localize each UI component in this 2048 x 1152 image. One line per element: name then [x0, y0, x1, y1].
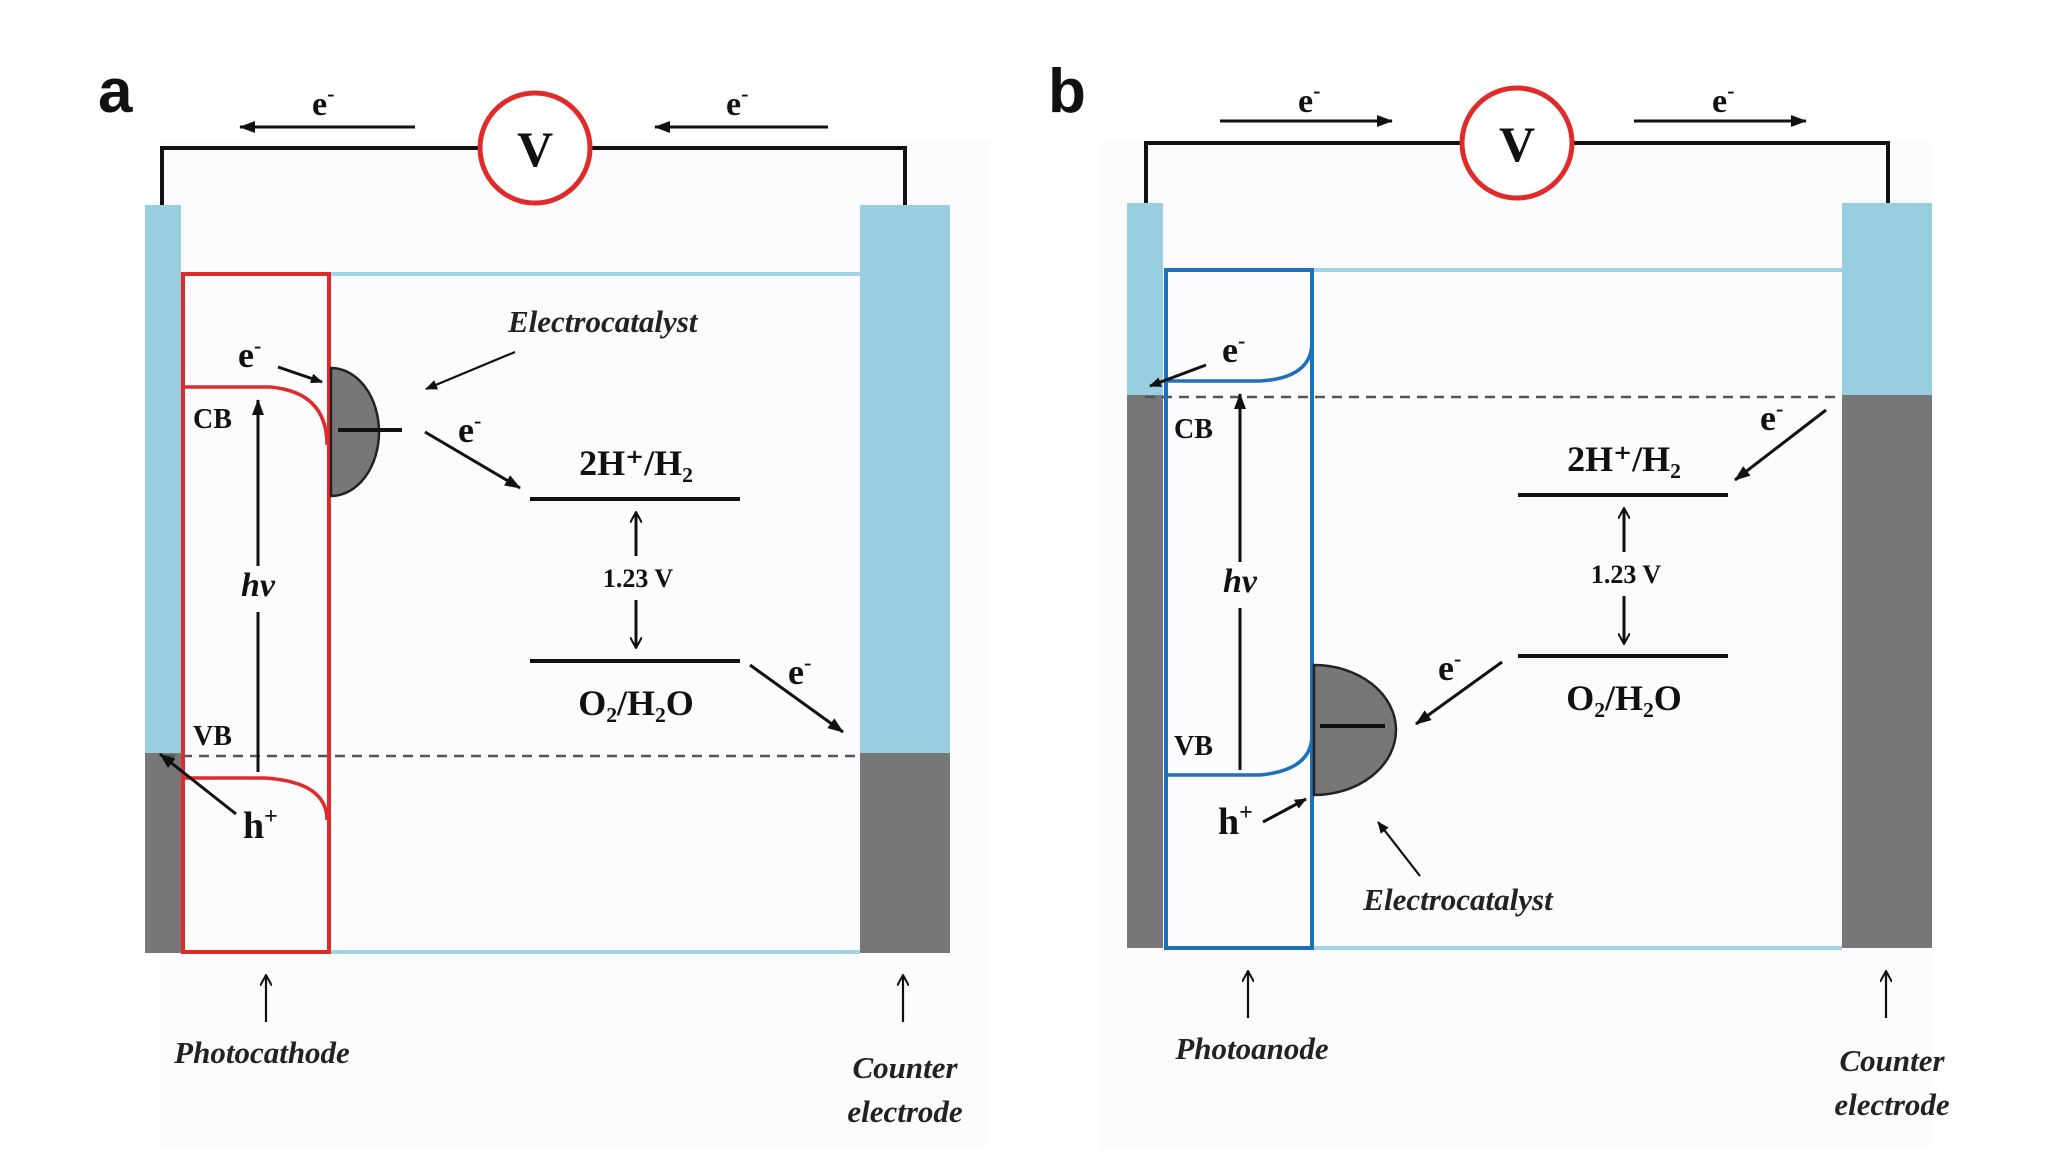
panel-a-electron-to-counter-arrow — [749, 663, 844, 734]
panel-b-level-o2-label: O₂/H₂O — [1566, 678, 1682, 718]
panel-a-electron-top: e- — [238, 333, 261, 375]
panel-a-conduction-band — [183, 385, 329, 446]
panel-b-wire-left — [1144, 141, 1460, 205]
panel-a-photocathode-upper — [145, 205, 181, 753]
panel-b-label: b — [1048, 57, 1086, 126]
panel-b-voltmeter — [1459, 85, 1575, 201]
panel-a: a V e- e- Electrocatalyst e- — [98, 57, 963, 1129]
panel-b-hv-backdrop — [1214, 562, 1266, 608]
panel-a-electron-right: e- — [788, 650, 811, 692]
panel-b-hole-label: h+ — [1218, 800, 1253, 843]
panel-b-hole-arrow — [1262, 797, 1307, 824]
panel-b-electron-from-counter-arrow — [1734, 408, 1827, 482]
panel-a-level-h2-label: 2H⁺/H₂ — [579, 443, 693, 483]
panel-a-wire-left — [160, 146, 478, 205]
panel-b-electrocatalyst-pointer — [1377, 821, 1421, 877]
panel-b-wire-right — [1574, 141, 1890, 205]
panel-b-cb-label: CB — [1174, 414, 1213, 445]
panel-b-background — [1100, 140, 1930, 1150]
panel-b-electrocatalyst-label: Electrocatalyst — [1362, 882, 1554, 917]
panel-b-electron-to-catalyst-arrow — [1415, 660, 1503, 726]
panel-a-electron-to-level-arrow — [424, 430, 521, 490]
panel-a-voltmeter-label: V — [517, 121, 553, 177]
panel-b-voltage-label: 1.23 V — [1591, 560, 1662, 589]
panel-a-counter-electrode-upper — [860, 205, 950, 753]
panel-a-photocathode-label: Photocathode — [173, 1035, 350, 1070]
panel-a-vb-label: VB — [193, 721, 232, 752]
panel-b-photoanode-label: Photoanode — [1174, 1031, 1329, 1066]
panel-a-electrocatalyst-pointer — [425, 350, 516, 391]
panel-a-wire-electron-left: e- — [312, 81, 334, 123]
panel-b: b V e- e- e- CB VB hν — [1048, 57, 1950, 1122]
panel-b-wire-electron-right: e- — [1712, 78, 1734, 120]
panel-b-level-h2-label: 2H⁺/H₂ — [1567, 439, 1681, 479]
panel-a-counter-electrode-lower — [860, 753, 950, 953]
panel-b-voltmeter-label: V — [1499, 116, 1535, 172]
panel-a-counter-label-2: electrode — [847, 1094, 963, 1129]
panel-a-electrocatalyst-label: Electrocatalyst — [507, 304, 699, 339]
panel-b-electron-top: e- — [1222, 328, 1245, 370]
panel-b-photoanode-upper — [1127, 203, 1163, 395]
panel-a-electron-catalyst: e- — [458, 408, 481, 450]
panel-b-valence-band — [1166, 734, 1314, 777]
panel-b-semiconductor-box — [1164, 268, 1314, 950]
panel-b-electron-catalyst: e- — [1438, 646, 1461, 688]
panel-a-hole-arrow — [159, 752, 237, 816]
panel-a-electron-to-catalyst-arrow — [277, 365, 323, 384]
panel-a-background — [160, 140, 990, 1150]
panel-a-hole-label: h+ — [243, 804, 278, 847]
panel-b-counter-label-2: electrode — [1834, 1087, 1950, 1122]
panel-b-conduction-band — [1166, 341, 1314, 383]
panel-a-valence-band — [183, 776, 329, 821]
panel-a-photocathode-lower — [145, 753, 181, 953]
panel-b-photoanode-lower — [1127, 395, 1163, 948]
panel-a-wire-electron-right: e- — [726, 81, 748, 123]
panel-a-level-o2-label: O₂/H₂O — [578, 683, 694, 723]
panel-a-voltmeter — [477, 90, 593, 206]
panel-a-label: a — [98, 57, 133, 126]
panel-b-electron-to-electrode-arrow — [1149, 363, 1207, 388]
panel-b-electrocatalyst — [1312, 663, 1398, 797]
panel-b-vb-label: VB — [1174, 731, 1213, 762]
panel-b-counter-electrode-upper — [1842, 203, 1932, 395]
panel-b-electron-counter: e- — [1760, 396, 1783, 438]
panel-b-hv-label: hν — [1223, 563, 1258, 600]
panel-a-hv-backdrop — [232, 566, 284, 612]
panel-a-wire-right — [592, 146, 907, 205]
panel-b-counter-electrode-lower — [1842, 395, 1932, 948]
panel-a-cb-label: CB — [193, 404, 232, 435]
panel-a-counter-label-1: Counter — [852, 1050, 958, 1085]
panel-a-voltage-label: 1.23 V — [603, 564, 674, 593]
panel-a-hv-label: hν — [241, 567, 276, 604]
panel-b-counter-label-1: Counter — [1839, 1043, 1945, 1078]
panel-a-semiconductor-box — [181, 272, 331, 954]
panel-b-wire-electron-left: e- — [1298, 78, 1320, 120]
